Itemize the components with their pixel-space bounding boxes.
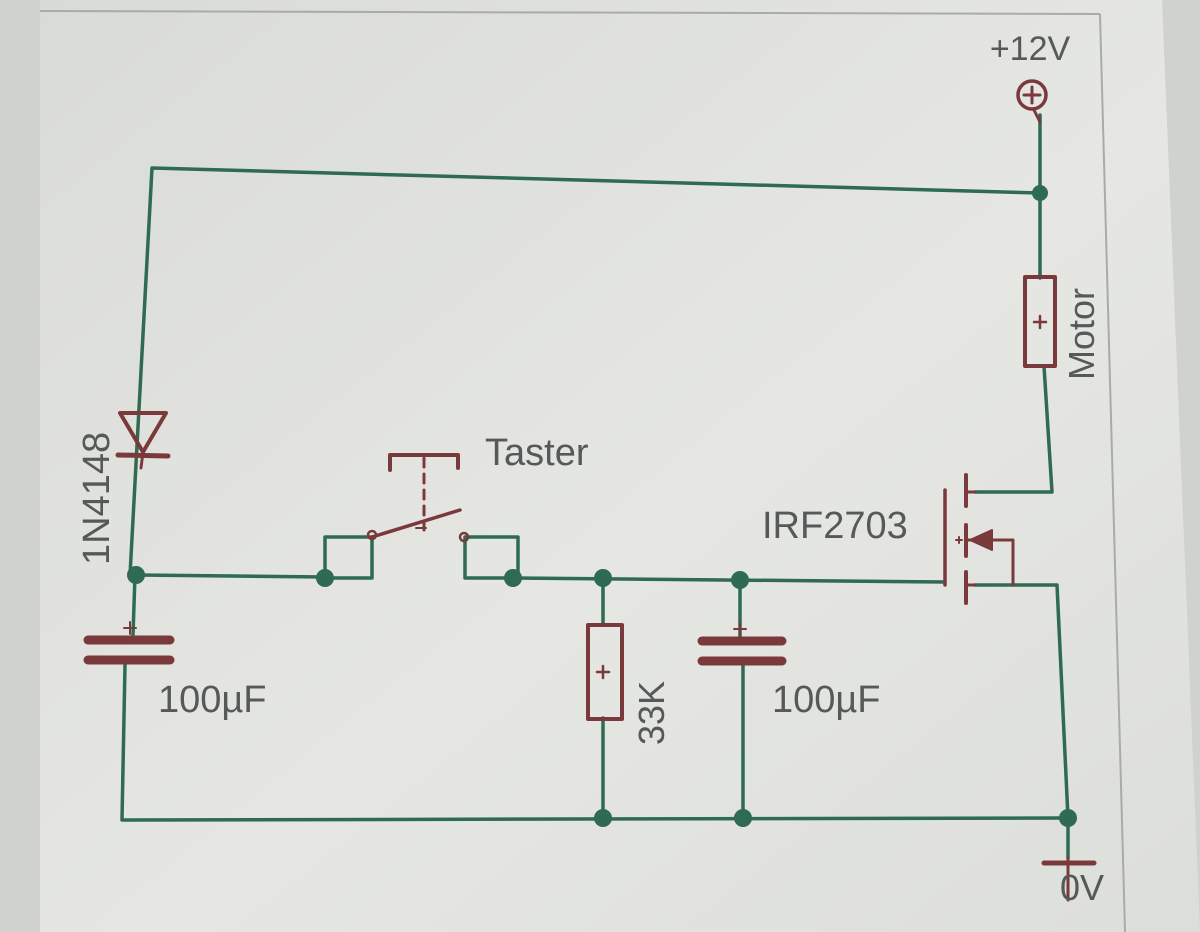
mosfet-symbol — [943, 473, 1015, 605]
supply-symbol — [1016, 79, 1048, 124]
wire-motor-to-drain — [973, 364, 1054, 494]
wire-source-to-ground — [973, 583, 1070, 820]
label-capacitor-right: 100µF — [772, 679, 881, 721]
motor-symbol — [1023, 275, 1057, 368]
junction-supply — [1032, 185, 1048, 201]
wire-bottom — [120, 663, 1070, 822]
label-supply: +12V — [990, 30, 1071, 68]
label-motor: Motor — [1061, 288, 1102, 380]
junction-resistor-top — [594, 569, 612, 587]
label-diode: 1N4148 — [76, 432, 118, 565]
wire-left-cap-top — [131, 573, 137, 637]
junction-cap-top — [731, 571, 749, 589]
junction-resistor-bottom — [594, 809, 612, 827]
label-mosfet: IRF2703 — [762, 505, 908, 547]
junction-ground — [1059, 809, 1077, 827]
frame-top-border — [39, 10, 1101, 15]
ground-symbol — [1041, 856, 1097, 902]
wire-left-to-switch — [136, 573, 327, 579]
junction-cap-bottom — [734, 809, 752, 827]
label-ground: 0V — [1060, 867, 1104, 908]
junction-dots — [127, 185, 1077, 827]
label-switch: Taster — [485, 432, 589, 474]
label-capacitor-left: 100µF — [158, 679, 267, 721]
wire-switch-to-gate — [511, 576, 947, 584]
label-resistor: 33K — [631, 681, 672, 745]
frame-right-border — [1099, 13, 1126, 932]
capacitor-left-symbol — [83, 621, 175, 665]
capacitor-right-symbol — [697, 622, 787, 666]
switch-symbol — [366, 453, 470, 543]
resistor-symbol — [586, 623, 624, 721]
paper-sheet — [40, 0, 1200, 932]
junction-switch-left — [316, 569, 334, 587]
junction-left — [127, 566, 145, 584]
junction-switch-right — [504, 569, 522, 587]
components — [83, 79, 1097, 902]
diode-symbol — [115, 411, 171, 470]
